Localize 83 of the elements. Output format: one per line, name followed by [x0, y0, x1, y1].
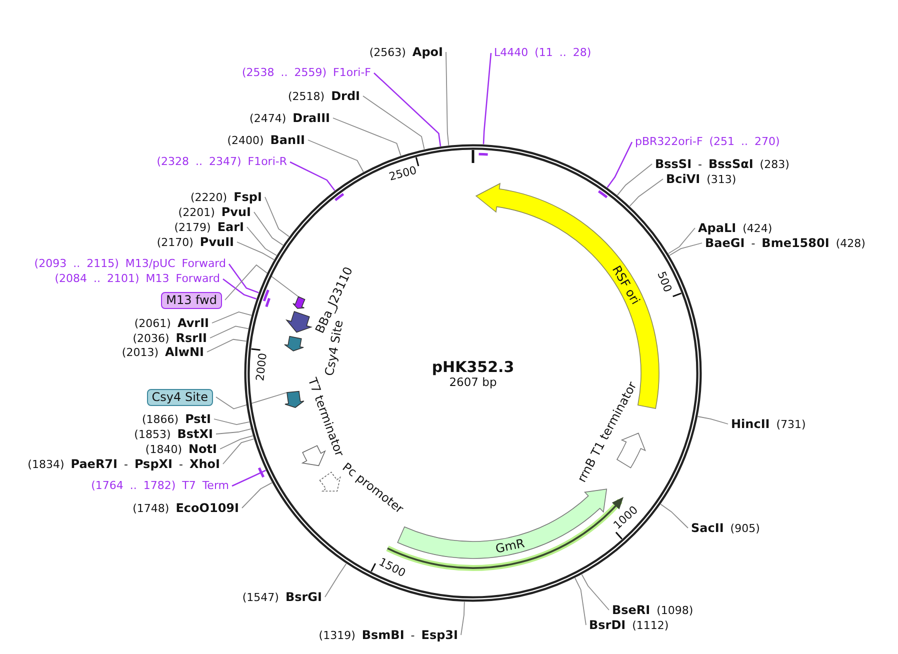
restriction-site-label: (2179) EarI — [174, 219, 244, 236]
feature-label: GmR — [494, 536, 526, 556]
leader-line — [214, 418, 250, 426]
restriction-site-label: (2061) AvrII — [134, 315, 209, 332]
restriction-site-label: (1319) BsmBI - Esp3I — [318, 627, 458, 644]
leader-line — [216, 428, 252, 434]
leader-line — [574, 578, 586, 626]
restriction-site-label: (2474) DraIII — [250, 110, 330, 127]
plasmid-name: pHK352.3 — [432, 358, 514, 376]
restriction-site-label: (2518) DrdI — [288, 88, 360, 105]
leader-line — [460, 601, 465, 636]
scale-number: 2000 — [254, 352, 270, 382]
restriction-site-label: ApaLI (424) — [698, 220, 772, 237]
restriction-site-label: BsrDI (1112) — [589, 617, 669, 634]
leader-line — [324, 563, 347, 598]
restriction-site-label: (1547) BsrGI — [242, 589, 322, 606]
leader-line — [616, 164, 652, 196]
restriction-site-label: (2013) AlwNI — [122, 344, 204, 361]
leader-line — [669, 242, 702, 256]
restriction-site-label: BaeGI - Bme1580I (428) — [705, 235, 866, 252]
restriction-site-label: (2400) BanII — [227, 132, 305, 149]
leader-line — [446, 52, 450, 146]
restriction-site-label: (2036) RsrII — [132, 330, 207, 347]
sequence-feature — [284, 390, 305, 409]
restriction-site-label: (2201) PvuI — [178, 204, 251, 221]
leader-line — [210, 326, 249, 338]
scale-number: 1500 — [376, 556, 407, 580]
primer-label: (1764 .. 1782) T7 Term — [91, 478, 229, 494]
restriction-site-label: (2563) ApoI — [369, 44, 443, 61]
feature-label: RSF ori — [610, 262, 643, 306]
restriction-site-label: SacII (905) — [691, 520, 760, 537]
leader-line — [242, 482, 272, 508]
leader-line — [228, 264, 259, 294]
leader-line — [482, 52, 492, 144]
primer-label: (2538 .. 2559) F1ori-F — [242, 65, 371, 81]
leader-line — [220, 435, 254, 450]
leader-line — [264, 196, 290, 238]
primer-label: (2093 .. 2115) M13/pUC Forward — [34, 256, 226, 272]
restriction-site-label: BssSI - BssSαI (283) — [655, 156, 790, 173]
restriction-site-label: HincII (731) — [731, 416, 806, 433]
leader-line — [581, 574, 610, 610]
restriction-site-label: (1866) PstI — [142, 411, 211, 428]
leader-line — [222, 438, 254, 464]
primer-label: L4440 (11 .. 28) — [494, 45, 592, 61]
leader-line — [254, 212, 284, 246]
leader-line — [290, 161, 336, 191]
restriction-site-label: (1834) PaeR7I - PspXI - XhoI — [28, 456, 220, 473]
leader-line — [216, 392, 288, 410]
scale-number: 2500 — [388, 164, 418, 184]
primer-label: pBR322ori-F (251 .. 270) — [635, 134, 780, 150]
leader-line — [332, 118, 402, 156]
leader-line — [668, 228, 696, 254]
sequence-feature — [284, 335, 305, 352]
restriction-site-label: (2170) PvuII — [156, 234, 234, 251]
leader-line — [246, 226, 277, 256]
scale-number: 500 — [654, 270, 673, 294]
plasmid-length: 2607 bp — [449, 375, 497, 389]
restriction-site-label: (1748) EcoO109I — [132, 500, 239, 517]
leader-line — [308, 140, 364, 172]
leader-line — [629, 178, 664, 207]
restriction-site-label: (2220) FspI — [190, 189, 262, 206]
primer-label: (2084 .. 2101) M13 Forward — [54, 271, 220, 287]
restriction-site-label: BseRI (1098) — [612, 602, 694, 619]
leader-line — [362, 96, 425, 150]
leader-line — [224, 264, 299, 300]
feature-tag: M13 fwd — [161, 292, 222, 309]
sequence-feature — [286, 310, 312, 333]
leader-line — [236, 242, 274, 260]
sequence-feature — [319, 471, 341, 492]
leader-line — [212, 312, 252, 324]
leader-line — [697, 416, 728, 424]
leader-line — [660, 504, 688, 528]
leader-line — [206, 338, 247, 352]
sequence-feature — [292, 296, 306, 309]
feature-tag: Csy4 Site — [146, 389, 213, 406]
restriction-site-label: (1840) NotI — [145, 441, 217, 458]
primer-label: (2328 .. 2347) F1ori-R — [156, 154, 287, 170]
restriction-site-label: BciVI (313) — [666, 171, 736, 188]
restriction-site-label: (1853) BstXI — [134, 426, 213, 443]
leader-line — [232, 470, 266, 487]
leader-line — [222, 278, 257, 300]
leader-line — [374, 72, 442, 146]
leader-line — [606, 142, 633, 188]
